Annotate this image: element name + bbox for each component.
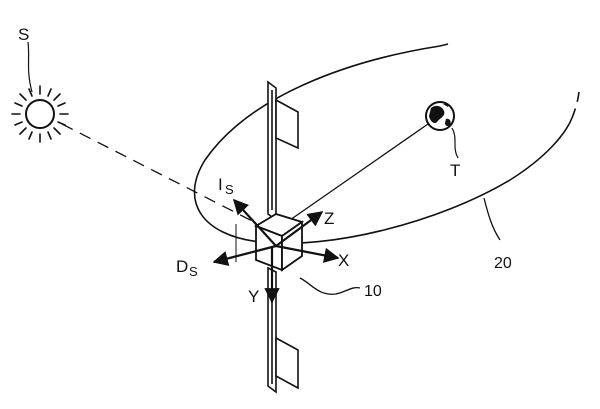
axis-y-label: Y [248,287,259,306]
orbit-ref-label: 20 [494,255,512,272]
vector-is-label: I S [218,175,234,197]
earth-leader-line [451,127,459,159]
svg-text:I: I [218,175,223,194]
axis-z-arrow [275,211,324,247]
axis-x-label: X [338,251,349,270]
svg-text:D: D [176,257,188,276]
sun-direction-line [61,123,263,227]
earth-label: T [450,161,460,180]
sun-label: S [18,25,29,44]
satellite-ref-label: 10 [364,283,382,300]
earth-icon [425,101,455,131]
upper-solar-panel [267,80,299,222]
vector-ds-label: D S [176,257,198,279]
axis-x-arrow [275,244,340,263]
orbit-ellipse [193,43,580,245]
satellite-body [253,213,305,272]
earth-direction-line [289,123,429,221]
sun-leader-line [27,41,33,93]
axis-z-label: Z [324,209,334,228]
vector-is-arrow [232,198,277,247]
svg-text:S: S [225,182,234,197]
vector-ds-arrow [212,244,277,266]
sun-icon [11,85,69,143]
orbit-ref-leader [483,197,501,241]
svg-text:S: S [189,264,198,279]
axes [212,198,340,304]
satellite-ref-leader [299,277,361,295]
